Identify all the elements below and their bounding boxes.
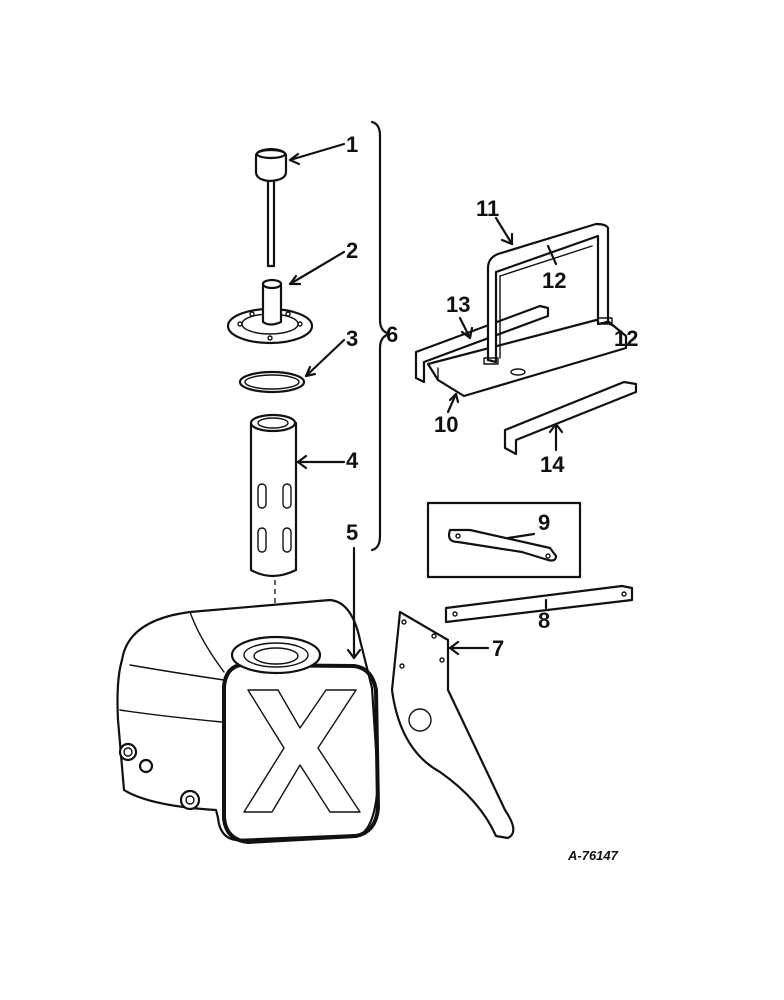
part-3-gasket-ring — [238, 370, 306, 394]
callout-8: 8 — [538, 608, 550, 633]
part-2-filler-neck — [226, 278, 314, 345]
leader-lines — [288, 142, 616, 660]
part-8-support-bar — [444, 584, 634, 624]
callout-7: 7 — [492, 636, 504, 661]
callout-11: 11 — [476, 196, 499, 221]
callout-labels: 1 2 3 4 5 6 7 8 9 10 11 12 12 13 14 — [346, 132, 638, 661]
callout-9: 9 — [538, 510, 550, 535]
part-5-fuel-tank — [116, 598, 380, 844]
callout-13: 13 — [446, 292, 470, 317]
callout-10: 10 — [434, 412, 458, 437]
callout-1: 1 — [346, 132, 358, 157]
callout-12-lower: 12 — [614, 326, 638, 351]
callout-5: 5 — [346, 520, 358, 545]
drawing-reference-number: A-76147 — [567, 848, 619, 863]
part-9-inset-box — [426, 501, 582, 579]
part-7-mounting-plate — [390, 610, 515, 840]
part-1-cap-dipstick — [254, 147, 288, 268]
assembly-6-brace — [370, 120, 392, 552]
callout-4: 4 — [346, 448, 359, 473]
callout-12-upper: 12 — [542, 268, 566, 293]
callout-6: 6 — [386, 322, 398, 347]
part-4-strainer-tube — [249, 413, 298, 578]
callout-14: 14 — [540, 452, 565, 477]
callout-3: 3 — [346, 326, 358, 351]
part-9-bracket — [426, 501, 582, 579]
part-10-14-tray-assembly — [414, 222, 638, 456]
callout-2: 2 — [346, 238, 358, 263]
